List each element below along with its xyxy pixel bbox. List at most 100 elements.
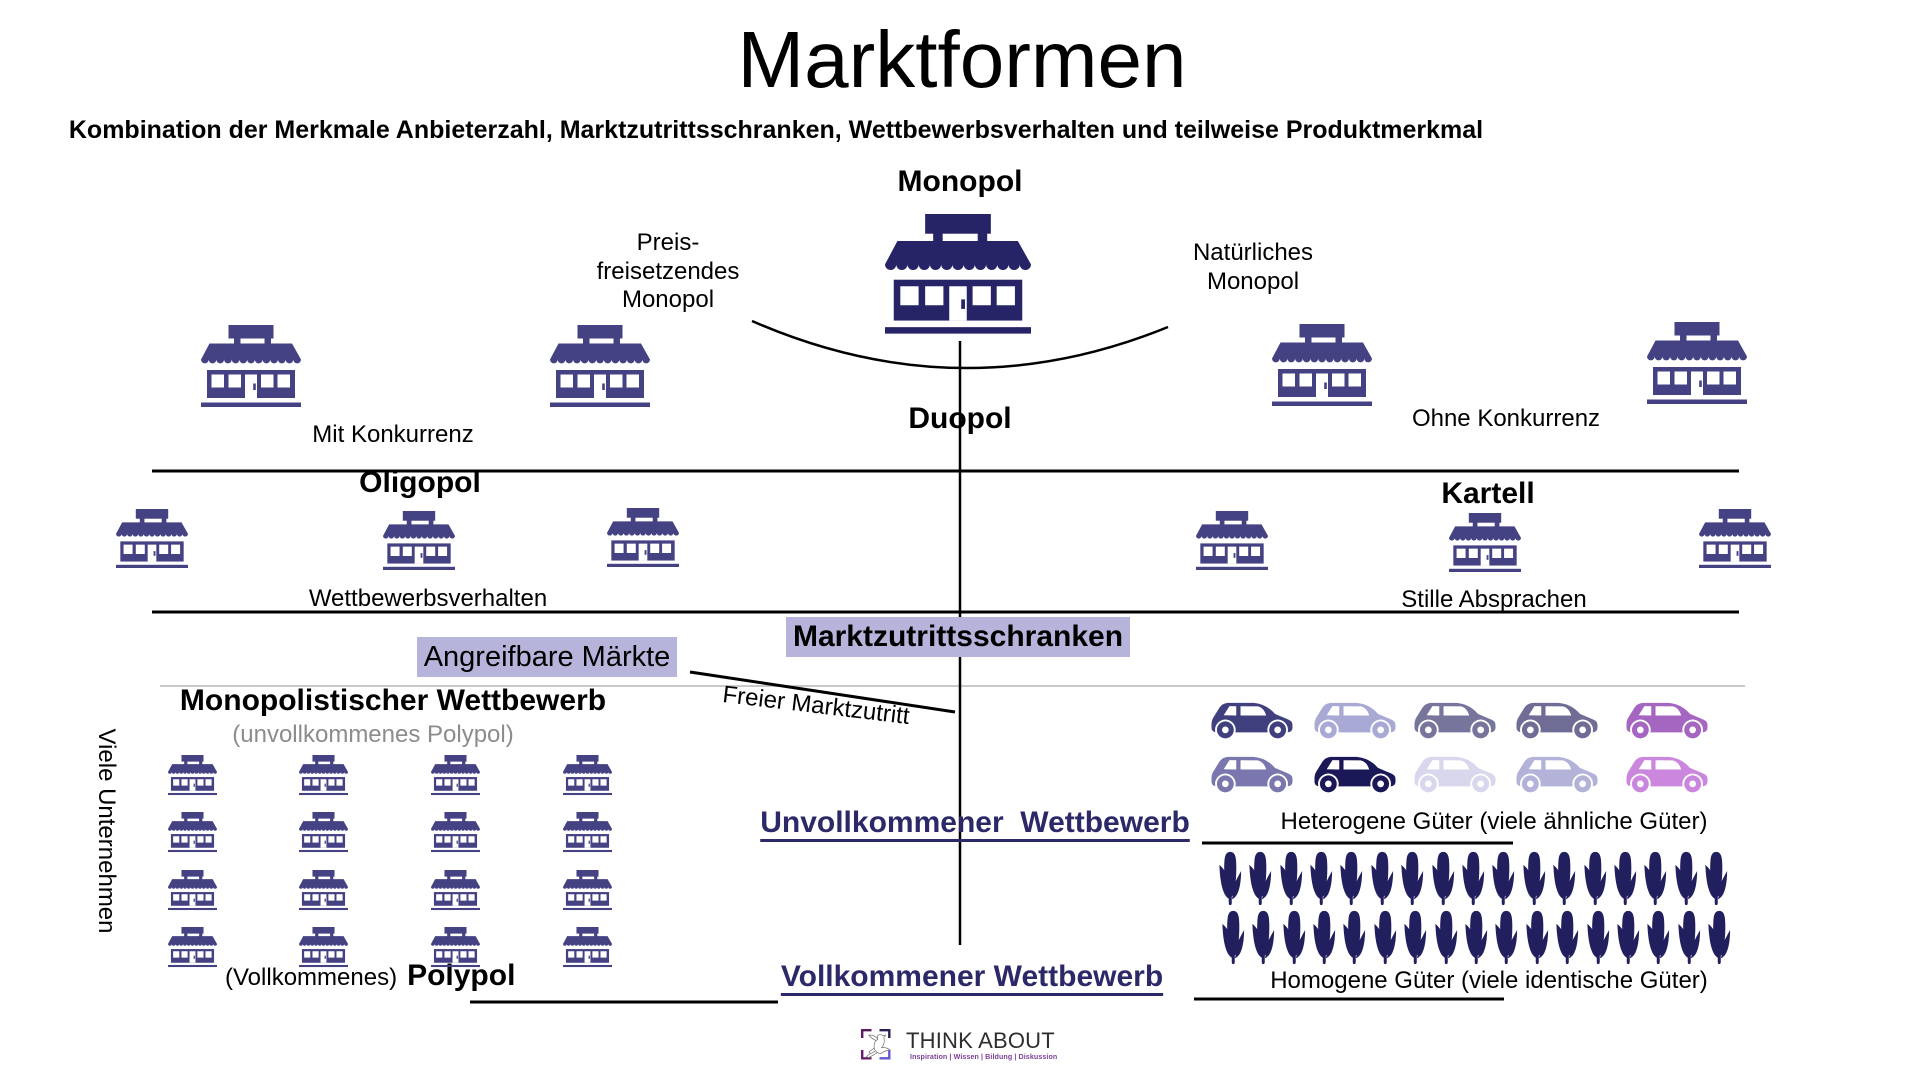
car-icon-r1-3 (1414, 702, 1496, 741)
corn-icon-r2-13 (1587, 909, 1610, 967)
label-monopolistischer-wettbewerb: Monopolistischer Wettbewerb (179, 684, 607, 717)
store-icon-oligopol-kartell-6 (1699, 509, 1771, 568)
store-icon-polypol-11 (431, 870, 480, 910)
store-icon-polypol-8 (563, 812, 612, 852)
corn-icon-r1-8 (1432, 850, 1455, 908)
label-homogene-gueter: Homogene Güter (viele identische Güter) (1270, 967, 1708, 994)
label-unvollkommenes-polypol: (unvollkommenes Polypol) (232, 721, 514, 748)
corn-icon-r1-10 (1492, 850, 1515, 908)
car-icon-r2-3 (1414, 756, 1496, 795)
label-heterogene-gueter: Heterogene Güter (viele ähnliche Güter) (1280, 808, 1708, 835)
corn-icon-r1-17 (1705, 850, 1728, 908)
corn-icon-r1-14 (1614, 850, 1637, 908)
store-icon-oligopol-kartell-2 (383, 511, 455, 570)
corn-icon-r1-9 (1462, 850, 1485, 908)
car-icon-r2-4 (1516, 756, 1598, 795)
label-polypol: Polypol (407, 959, 516, 992)
store-icon-konkurrenz-2 (550, 325, 650, 407)
corn-icon-r2-2 (1252, 909, 1275, 967)
corn-icon-r2-3 (1283, 909, 1306, 967)
car-icon-r1-4 (1516, 702, 1598, 741)
label-marktzutrittsschranken: Marktzutrittsschranken (786, 617, 1130, 657)
page-title: Marktformen (737, 15, 1187, 104)
label-wettbewerbsverhalten: Wettbewerbsverhalten (308, 585, 548, 612)
store-icon-polypol-1 (168, 755, 217, 795)
corn-icon-r1-7 (1401, 850, 1424, 908)
corn-icon-r2-12 (1556, 909, 1579, 967)
corn-icon-r2-14 (1617, 909, 1640, 967)
label-preis-freisetzendes-monopol: Preis- freisetzendes Monopol (596, 229, 740, 313)
corn-icon-r1-4 (1310, 850, 1333, 908)
label-natuerliches-monopol: Natürliches Monopol (1192, 239, 1314, 295)
label-vollkommenes-polypol: (Vollkommenes) Polypol (225, 958, 515, 994)
label-mit-konkurrenz: Mit Konkurrenz (312, 421, 474, 448)
corn-icon-r1-6 (1371, 850, 1394, 908)
label-duopol: Duopol (908, 402, 1012, 435)
logo-tagline: Inspiration | Wissen | Bildung | Diskuss… (910, 1053, 1058, 1061)
corn-icon-r2-10 (1495, 909, 1518, 967)
car-icon-r2-5 (1626, 756, 1708, 795)
store-icon-polypol-10 (299, 870, 348, 910)
corn-icon-r1-13 (1584, 850, 1607, 908)
store-icon-polypol-13 (168, 927, 217, 967)
store-icon-konkurrenz-1 (201, 325, 301, 407)
store-icon-polypol-6 (299, 812, 348, 852)
corn-icon-r1-3 (1280, 850, 1303, 908)
store-icon-polypol-12 (563, 870, 612, 910)
car-icon-r1-1 (1211, 702, 1293, 741)
corn-icon-r1-11 (1523, 850, 1546, 908)
store-icon-polypol-9 (168, 870, 217, 910)
corn-icon-r2-8 (1435, 909, 1458, 967)
corn-icon-r2-6 (1374, 909, 1397, 967)
label-vollkommener-wettbewerb: Vollkommener Wettbewerb (780, 960, 1164, 993)
store-icon-polypol-7 (431, 812, 480, 852)
corn-icon-r1-5 (1340, 850, 1363, 908)
label-oligopol: Oligopol (359, 466, 481, 499)
corn-icon-r2-11 (1526, 909, 1549, 967)
label-unvollkommener-wettbewerb: Unvollkommener Wettbewerb (760, 806, 1190, 839)
corn-icon-r1-12 (1553, 850, 1576, 908)
label-angreifbare-maerkte: Angreifbare Märkte (417, 637, 677, 677)
corn-icon-r1-15 (1644, 850, 1667, 908)
corn-icon-r2-4 (1313, 909, 1336, 967)
label-vollkommenes: (Vollkommenes) (225, 964, 398, 991)
corn-icon-r2-1 (1222, 909, 1245, 967)
label-stille-absprachen: Stille Absprachen (1401, 586, 1587, 613)
corn-icon-r2-16 (1678, 909, 1701, 967)
corn-icon-r1-1 (1219, 850, 1242, 908)
store-icon-polypol-5 (168, 812, 217, 852)
label-viele-unternehmen: Viele Unternehmen (93, 728, 120, 934)
corn-icon-r1-2 (1249, 850, 1272, 908)
angreifbare-maerkte-text: Angreifbare Märkte (423, 640, 671, 673)
store-icon-konkurrenz-3 (1272, 324, 1372, 406)
freier-marktzutritt-line (689, 670, 956, 714)
store-icon-oligopol-kartell-5 (1449, 513, 1521, 572)
store-icon-polypol-14 (299, 927, 348, 967)
corn-icon-r2-15 (1647, 909, 1670, 967)
monopol-arc (751, 319, 1169, 370)
corn-icon-r1-16 (1675, 850, 1698, 908)
logo-brand-text: THINK ABOUT (906, 1028, 1055, 1053)
car-icon-r2-2 (1314, 756, 1396, 795)
corn-icon-r2-5 (1343, 909, 1366, 967)
label-ohne-konkurrenz: Ohne Konkurrenz (1411, 405, 1601, 432)
store-icon-polypol-16 (563, 927, 612, 967)
marktzutrittsschranken-text: Marktzutrittsschranken (792, 620, 1124, 653)
corn-icon-r2-17 (1708, 909, 1731, 967)
car-icon-r1-5 (1626, 702, 1708, 741)
store-icon-oligopol-kartell-3 (607, 508, 679, 567)
store-icon-polypol-15 (431, 927, 480, 967)
corn-icon-r2-7 (1404, 909, 1427, 967)
car-icon-r1-2 (1314, 702, 1396, 741)
store-icon-konkurrenz-4 (1647, 322, 1747, 404)
store-icon-monopol (885, 214, 1031, 334)
label-kartell: Kartell (1441, 477, 1535, 510)
store-icon-polypol-3 (431, 755, 480, 795)
subtitle: Kombination der Merkmale Anbieterzahl, M… (68, 116, 1484, 144)
corn-icon-r2-9 (1465, 909, 1488, 967)
car-icon-r2-1 (1211, 756, 1293, 795)
store-icon-polypol-4 (563, 755, 612, 795)
label-monopol: Monopol (897, 165, 1023, 198)
